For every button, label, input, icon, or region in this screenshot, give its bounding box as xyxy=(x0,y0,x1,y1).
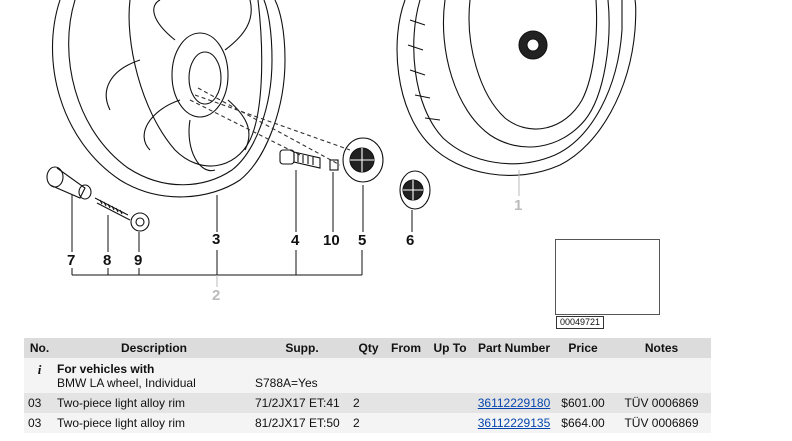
info-title: For vehicles with xyxy=(57,362,155,376)
valve-drawing xyxy=(46,166,150,232)
table-header-row: No. Description Supp. Qty From Up To Par… xyxy=(24,338,711,358)
col-header-from: From xyxy=(386,338,426,358)
col-header-notes: Notes xyxy=(612,338,711,358)
thumbnail-label: 00049721 xyxy=(556,316,604,329)
emblem-drawing xyxy=(399,170,431,210)
hub-cap-drawing xyxy=(342,137,384,183)
callout-7[interactable]: 7 xyxy=(67,252,76,269)
cell-notes: TÜV 0006869 xyxy=(612,413,711,433)
info-text: For vehicles with BMW LA wheel, Individu… xyxy=(55,358,253,393)
info-subtitle: BMW LA wheel, Individual xyxy=(57,376,196,390)
wheel-exploded-diagram xyxy=(46,0,657,301)
info-row: i For vehicles with BMW LA wheel, Indivi… xyxy=(24,358,711,393)
cell-from xyxy=(386,393,426,413)
callout-9[interactable]: 9 xyxy=(134,252,143,269)
cell-upto xyxy=(426,393,474,413)
info-supp: S788A=Yes xyxy=(253,358,351,393)
vehicle-thumbnail[interactable] xyxy=(555,239,660,315)
callout-4[interactable]: 4 xyxy=(291,232,300,249)
cell-no: 03 xyxy=(24,413,55,433)
cell-notes: TÜV 0006869 xyxy=(612,393,711,413)
cell-supp: 71/2JX17 ET:41 xyxy=(253,393,351,413)
cell-supp: 81/2JX17 ET:50 xyxy=(253,413,351,433)
callout-8[interactable]: 8 xyxy=(103,252,112,269)
col-header-part-number: Part Number xyxy=(474,338,554,358)
part-number-link[interactable]: 36112229135 xyxy=(477,416,551,430)
cell-price: $664.00 xyxy=(554,413,612,433)
col-header-qty: Qty xyxy=(351,338,386,358)
parts-table: No. Description Supp. Qty From Up To Par… xyxy=(24,338,711,433)
callout-5[interactable]: 5 xyxy=(358,232,367,249)
adapter-drawing xyxy=(329,159,339,171)
alloy-rim-drawing xyxy=(51,0,286,198)
cell-description: Two-piece light alloy rim xyxy=(55,413,253,433)
table-row: 03 Two-piece light alloy rim 81/2JX17 ET… xyxy=(24,413,711,433)
wheel-bolt-drawing xyxy=(279,149,321,169)
col-header-description: Description xyxy=(55,338,253,358)
cell-price: $601.00 xyxy=(554,393,612,413)
cell-qty: 2 xyxy=(351,393,386,413)
callout-2[interactable]: 2 xyxy=(212,287,221,304)
cell-from xyxy=(386,413,426,433)
col-header-supp: Supp. xyxy=(253,338,351,358)
info-icon: i xyxy=(24,358,55,393)
cell-upto xyxy=(426,413,474,433)
callout-3[interactable]: 3 xyxy=(212,231,221,248)
table-row: 03 Two-piece light alloy rim 71/2JX17 ET… xyxy=(24,393,711,413)
col-header-price: Price xyxy=(554,338,612,358)
cell-qty: 2 xyxy=(351,413,386,433)
callout-1[interactable]: 1 xyxy=(514,197,523,214)
wheel-with-tire-drawing xyxy=(396,0,637,176)
cell-no: 03 xyxy=(24,393,55,413)
callout-10[interactable]: 10 xyxy=(323,232,340,249)
cell-description: Two-piece light alloy rim xyxy=(55,393,253,413)
col-header-upto: Up To xyxy=(426,338,474,358)
callout-6[interactable]: 6 xyxy=(406,232,415,249)
col-header-no: No. xyxy=(24,338,55,358)
part-number-link[interactable]: 36112229180 xyxy=(477,396,551,410)
